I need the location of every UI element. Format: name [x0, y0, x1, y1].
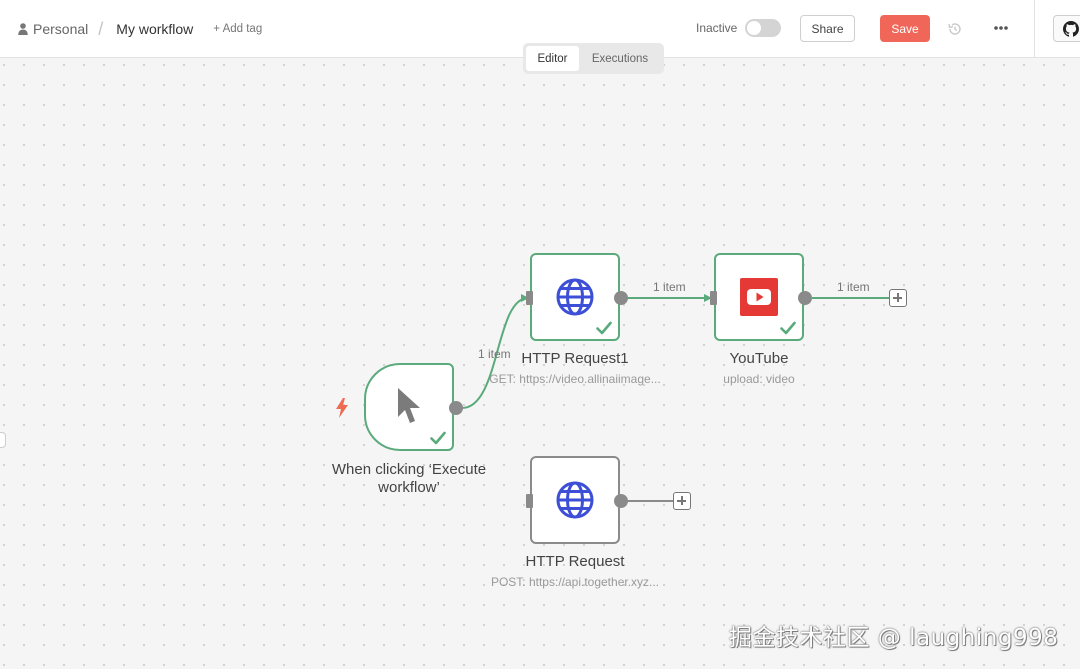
node-http-request[interactable]	[530, 456, 620, 544]
edge-label-youtube-out: 1 item	[837, 280, 870, 294]
save-button[interactable]: Save	[880, 15, 930, 42]
share-button[interactable]: Share	[800, 15, 855, 42]
tab-editor[interactable]: Editor	[526, 46, 579, 71]
tab-executions[interactable]: Executions	[591, 52, 649, 65]
http2-output-handle[interactable]	[614, 494, 628, 508]
node-http-request-1[interactable]	[530, 253, 620, 341]
project-link[interactable]: Personal	[18, 21, 88, 37]
http1-subtitle: GET: https://video.allinaiimage...	[489, 372, 661, 386]
trigger-title-line1: When clicking ‘Execute	[331, 461, 487, 478]
canvas-edge-handle[interactable]	[0, 432, 6, 448]
active-status-label: Inactive	[696, 21, 738, 35]
add-node-after-http-request-button[interactable]	[673, 492, 691, 510]
cursor-icon	[398, 388, 420, 423]
toggle-knob	[747, 21, 761, 35]
edge-trigger-to-http1	[461, 294, 529, 409]
more-options-icon[interactable]	[992, 18, 1010, 38]
http1-output-handle[interactable]	[614, 291, 628, 305]
workflow-name[interactable]: My workflow	[116, 21, 194, 37]
watermark-text: 掘金技术社区 @ laughing998	[729, 625, 1059, 651]
globe-icon	[556, 278, 594, 316]
edge-label-http1-youtube: 1 item	[653, 280, 686, 294]
http2-subtitle: POST: https://api.together.xyz...	[490, 575, 660, 589]
success-check-icon	[430, 431, 446, 445]
node-manual-trigger[interactable]	[364, 363, 454, 451]
user-icon	[18, 23, 28, 35]
header-divider	[1034, 0, 1035, 58]
youtube-subtitle: upload: video	[723, 372, 795, 386]
active-toggle[interactable]	[745, 19, 781, 37]
trigger-title: When clicking ‘Execute workflow’	[309, 461, 509, 497]
view-tabs: Editor Executions	[523, 43, 664, 74]
youtube-output-handle[interactable]	[798, 291, 812, 305]
workflow-canvas[interactable]	[0, 59, 1080, 669]
trigger-output-handle[interactable]	[449, 401, 463, 415]
success-check-icon	[780, 321, 796, 335]
breadcrumb: Personal / My workflow + Add tag	[18, 0, 262, 58]
add-tag-button[interactable]: + Add tag	[213, 23, 263, 35]
github-button[interactable]	[1053, 15, 1080, 42]
project-name: Personal	[33, 21, 89, 37]
trigger-title-line2: workflow’	[378, 479, 440, 496]
globe-icon	[556, 481, 594, 519]
http2-title: HTTP Request	[525, 553, 625, 570]
add-node-after-youtube-button[interactable]	[889, 289, 907, 307]
youtube-title: YouTube	[729, 350, 789, 367]
history-icon[interactable]	[946, 20, 964, 38]
github-icon	[1063, 21, 1079, 37]
node-youtube[interactable]	[714, 253, 804, 341]
http1-input-handle[interactable]	[526, 291, 533, 305]
youtube-icon	[740, 278, 778, 316]
http1-title: HTTP Request1	[521, 350, 629, 367]
trigger-bolt-icon	[336, 398, 348, 418]
http2-input-handle[interactable]	[526, 494, 533, 508]
breadcrumb-separator: /	[98, 18, 104, 39]
youtube-input-handle[interactable]	[710, 291, 717, 305]
edge-label-trigger-http1: 1 item	[478, 347, 511, 361]
success-check-icon	[596, 321, 612, 335]
